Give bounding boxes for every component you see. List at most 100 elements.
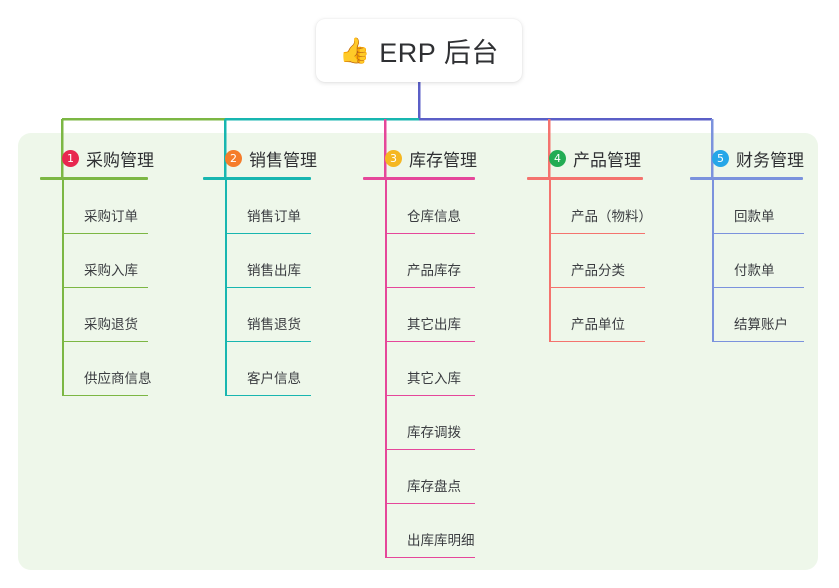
column-badge-4: 4 [549,149,566,167]
list-item[interactable]: 出库库明细 [363,504,513,558]
column-spine [225,180,227,396]
list-item[interactable]: 销售出库 [203,234,353,288]
column-header-rule [690,177,803,180]
list-item[interactable]: 其它出库 [363,288,513,342]
column-items: 仓库信息产品库存其它出库其它入库库存调拨库存盘点出库库明细 [363,180,513,558]
column-items: 回款单付款单结算账户 [690,180,839,342]
list-item[interactable]: 仓库信息 [363,180,513,234]
list-item-rule [549,286,645,288]
list-item[interactable]: 结算账户 [690,288,839,342]
thumbs-up-emoji: 👍 [339,36,371,65]
diagram-panel [18,133,818,570]
column-spine [549,180,551,342]
list-item[interactable]: 付款单 [690,234,839,288]
column-header-销售管理[interactable]: 2 销售管理 [203,145,353,171]
column-title-label: 产品管理 [573,150,641,170]
list-item-rule [385,394,475,396]
list-item[interactable]: 采购退货 [40,288,190,342]
list-item[interactable]: 产品单位 [527,288,687,342]
column-header-rule [203,177,311,180]
column-财务管理: 5 财务管理回款单付款单结算账户 [690,145,839,342]
list-item[interactable]: 产品分类 [527,234,687,288]
column-spine [62,180,64,396]
list-item-label: 产品分类 [571,263,625,278]
list-item[interactable]: 回款单 [690,180,839,234]
list-item-rule [385,502,475,504]
list-item-rule [712,340,804,342]
column-header-采购管理[interactable]: 1 采购管理 [40,145,190,171]
column-items: 销售订单销售出库销售退货客户信息 [203,180,353,396]
list-item-label: 结算账户 [734,317,788,332]
column-spine [712,180,714,342]
list-item[interactable]: 库存盘点 [363,450,513,504]
list-item-label: 采购退货 [84,317,138,332]
list-item-label: 客户信息 [247,371,301,386]
list-item-label: 仓库信息 [407,209,461,224]
column-items: 产品（物料） 产品分类产品单位 [527,180,687,342]
list-item[interactable]: 客户信息 [203,342,353,396]
column-badge-5: 5 [712,149,729,167]
root-node-label: ERP 后台 [379,38,499,68]
column-title-label: 销售管理 [249,150,317,170]
list-item[interactable]: 产品（物料） [527,180,687,234]
column-badge-2: 2 [225,149,242,167]
column-采购管理: 1 采购管理采购订单采购入库采购退货供应商信息 [40,145,190,396]
column-库存管理: 3 库存管理仓库信息产品库存其它出库其它入库库存调拨库存盘点出库库明细 [363,145,513,558]
list-item-rule [225,286,311,288]
list-item-label: 库存调拨 [407,425,461,440]
list-item-label: 出库库明细 [407,533,475,548]
list-item-label: 供应商信息 [84,371,152,386]
list-item-label: 产品单位 [571,317,625,332]
list-item[interactable]: 销售订单 [203,180,353,234]
column-header-财务管理[interactable]: 5 财务管理 [690,145,839,171]
column-badge-1: 1 [62,149,79,167]
list-item-label: 产品库存 [407,263,461,278]
list-item[interactable]: 采购入库 [40,234,190,288]
list-item-rule [225,340,311,342]
list-item-rule [62,394,148,396]
list-item[interactable]: 供应商信息 [40,342,190,396]
column-header-rule [40,177,148,180]
list-item-label: 销售退货 [247,317,301,332]
list-item-label: 销售订单 [247,209,301,224]
list-item-rule [62,286,148,288]
column-header-rule [363,177,475,180]
list-item[interactable]: 销售退货 [203,288,353,342]
list-item[interactable]: 产品库存 [363,234,513,288]
list-item[interactable]: 采购订单 [40,180,190,234]
column-title-label: 财务管理 [736,150,804,170]
column-销售管理: 2 销售管理销售订单销售出库销售退货客户信息 [203,145,353,396]
column-title-label: 采购管理 [86,150,154,170]
list-item-rule [62,232,148,234]
list-item-label: 其它入库 [407,371,461,386]
list-item-label: 采购入库 [84,263,138,278]
list-item-label: 产品（物料） [571,209,652,224]
list-item-rule [385,232,475,234]
list-item-label: 其它出库 [407,317,461,332]
list-item-label: 库存盘点 [407,479,461,494]
list-item-label: 采购订单 [84,209,138,224]
column-title-label: 库存管理 [409,150,477,170]
list-item[interactable]: 库存调拨 [363,396,513,450]
column-badge-3: 3 [385,149,402,167]
list-item-rule [385,448,475,450]
list-item-rule [225,394,311,396]
root-node-erp-backend[interactable]: 👍 ERP 后台 [316,19,522,82]
column-items: 采购订单采购入库采购退货供应商信息 [40,180,190,396]
list-item-rule [385,556,475,558]
column-spine [385,180,387,558]
list-item-rule [549,232,645,234]
column-header-库存管理[interactable]: 3 库存管理 [363,145,513,171]
list-item[interactable]: 其它入库 [363,342,513,396]
list-item-rule [225,232,311,234]
list-item-label: 付款单 [734,263,775,278]
list-item-rule [62,340,148,342]
column-header-rule [527,177,643,180]
column-header-产品管理[interactable]: 4 产品管理 [527,145,687,171]
list-item-label: 销售出库 [247,263,301,278]
list-item-label: 回款单 [734,209,775,224]
column-产品管理: 4 产品管理产品（物料） 产品分类产品单位 [527,145,687,342]
list-item-rule [712,286,804,288]
list-item-rule [385,340,475,342]
